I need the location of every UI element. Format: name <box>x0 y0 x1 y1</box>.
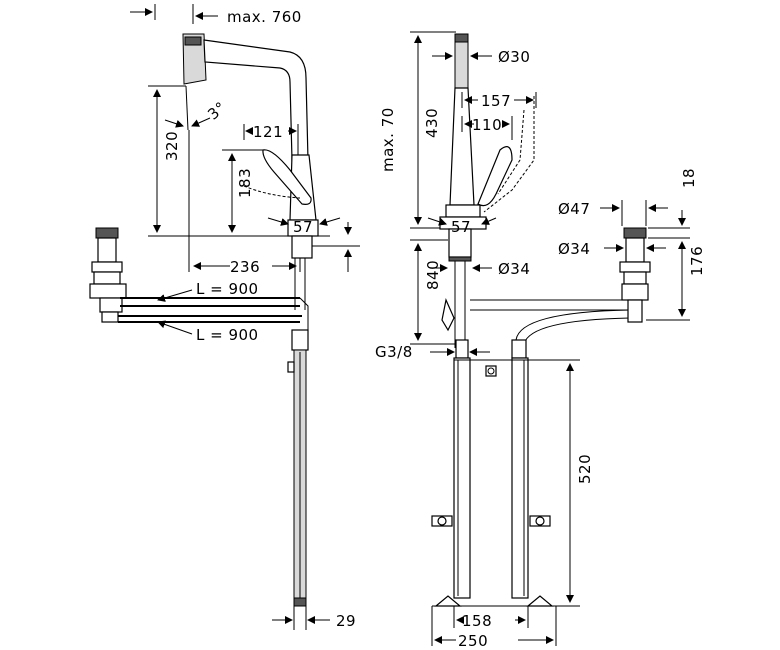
dim-430: 430 <box>410 31 456 229</box>
dim-angle3: 3° <box>164 85 230 131</box>
label-dia34-right: Ø34 <box>498 260 530 278</box>
label-121: 121 <box>253 123 283 141</box>
dim-176: 176 <box>646 241 706 321</box>
dim-57-right: 57 <box>427 217 497 236</box>
label-158: 158 <box>462 612 492 630</box>
label-57-left: 57 <box>293 218 313 236</box>
dim-121: 121 <box>243 123 299 155</box>
dim-g38: G3/8 <box>375 343 490 361</box>
dim-dia34-side: Ø34 <box>558 240 666 258</box>
dim-dia34-right: Ø34 <box>430 260 530 278</box>
dim-157: 157 <box>461 92 537 110</box>
dim-250: 250 <box>431 606 557 650</box>
label-max760: max. 760 <box>227 8 302 26</box>
dim-236: 236 <box>188 130 301 276</box>
dim-l900: L = 900 L = 900 <box>157 280 259 344</box>
faucet-side <box>182 33 319 607</box>
dim-840: 840 <box>410 239 456 345</box>
label-29: 29 <box>336 612 356 630</box>
dim-max70: max. 70 <box>312 107 397 272</box>
label-57-right: 57 <box>451 218 471 236</box>
label-176: 176 <box>688 246 706 276</box>
right-view: 430 Ø30 157 110 57 <box>375 31 706 650</box>
dim-320: 320 <box>148 85 330 237</box>
dim-max760: max. 760 <box>130 4 302 26</box>
label-dia30: Ø30 <box>498 48 530 66</box>
label-236: 236 <box>230 258 260 276</box>
dim-dia47: Ø47 <box>558 200 668 226</box>
label-840: 840 <box>424 260 442 290</box>
left-view: max. 760 3° 320 121 183 <box>89 4 397 630</box>
label-dia34-side: Ø34 <box>558 240 590 258</box>
label-dia47: Ø47 <box>558 200 590 218</box>
dim-57-left: 57 <box>267 217 341 236</box>
dim-520: 520 <box>530 359 594 607</box>
dim-110: 110 <box>461 116 513 140</box>
label-157: 157 <box>481 92 511 110</box>
dim-dia30: Ø30 <box>432 48 530 66</box>
dim-158: 158 <box>453 606 529 630</box>
soap-dispenser-front <box>619 227 651 323</box>
label-520: 520 <box>576 454 594 484</box>
label-g38: G3/8 <box>375 343 413 361</box>
label-320: 320 <box>163 131 181 161</box>
label-l900-bottom: L = 900 <box>196 326 259 344</box>
clip-right <box>529 515 551 527</box>
label-430: 430 <box>423 108 441 138</box>
faucet-front <box>439 33 631 359</box>
dim-18: 18 <box>648 168 698 239</box>
label-18: 18 <box>680 168 698 188</box>
label-183: 183 <box>236 168 254 198</box>
label-250: 250 <box>458 632 488 650</box>
label-110: 110 <box>472 116 502 134</box>
dim-183: 183 <box>222 149 266 233</box>
mounting-frame <box>431 357 578 607</box>
label-max70: max. 70 <box>379 107 397 172</box>
soap-dispenser-side <box>89 227 309 330</box>
label-l900-top: L = 900 <box>196 280 259 298</box>
label-angle3: 3° <box>204 98 229 123</box>
clip-left <box>431 515 453 527</box>
dim-29: 29 <box>272 606 356 630</box>
